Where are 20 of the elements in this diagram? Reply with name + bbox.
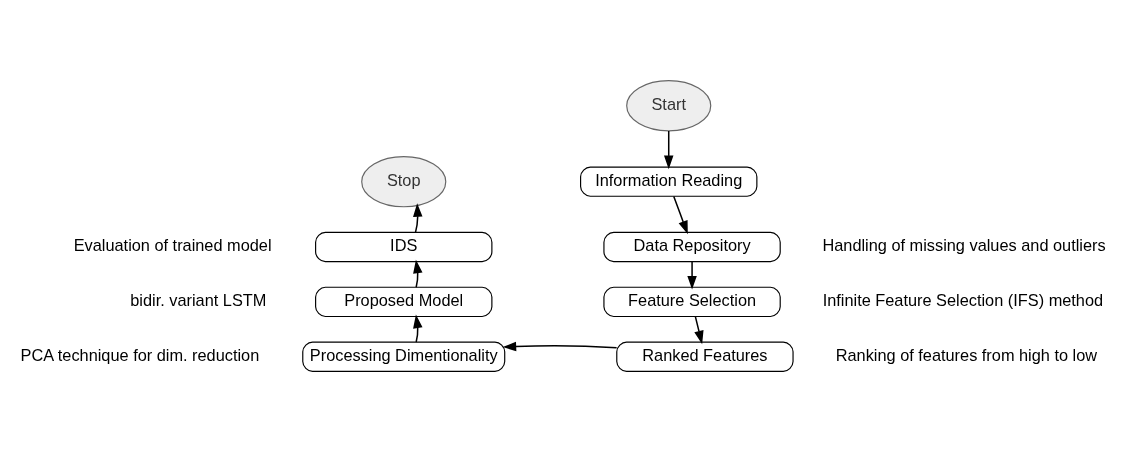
node-label: Infinite Feature Selection (IFS) method <box>822 291 1104 310</box>
node-box: Information Reading <box>580 166 758 197</box>
node-label: Handling of missing values and outliers <box>822 236 1106 255</box>
node-label: bidir. variant LSTM <box>130 291 267 310</box>
node-ellipse: Stop <box>361 155 447 208</box>
node-label: Evaluation of trained model <box>73 236 272 255</box>
arrow <box>673 195 688 235</box>
arrow <box>694 316 704 345</box>
arrow <box>502 341 618 352</box>
node-label: PCA technique for dim. reduction <box>20 346 260 365</box>
node-box: Data Repository <box>603 231 781 263</box>
node-box: Ranked Features <box>616 341 794 372</box>
arrow <box>663 130 674 170</box>
node-ellipse: Start <box>626 80 712 132</box>
arrow <box>687 261 697 290</box>
node-box: Proposed Model <box>315 286 493 318</box>
node-box: IDS <box>315 231 493 263</box>
node-label: Ranking of features from high to low <box>835 346 1098 365</box>
node-box: Processing Dimentionality <box>302 341 506 372</box>
node-box: Feature Selection <box>603 286 781 318</box>
